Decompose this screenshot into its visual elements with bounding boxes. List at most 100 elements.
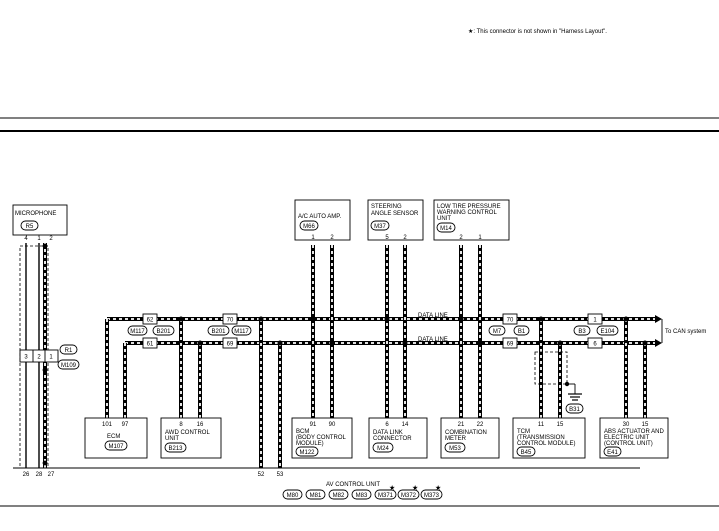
joint-connector-label: R1	[65, 348, 73, 354]
svg-text:70: 70	[507, 318, 514, 324]
microphone-pin: 1	[37, 236, 41, 242]
svg-text:B213: B213	[168, 446, 183, 452]
star-icon: ★	[389, 484, 395, 492]
svg-text:M372: M372	[401, 493, 417, 499]
svg-text:6: 6	[385, 422, 389, 428]
joint-connector-label: M109	[61, 363, 77, 369]
svg-text:14: 14	[402, 422, 409, 428]
svg-text:WARNING CONTROL: WARNING CONTROL	[437, 210, 497, 216]
splice-dot	[42, 367, 48, 373]
unit-tcm: 11 15 TCM (TRANSMISSION CONTROL MODULE) …	[512, 417, 586, 459]
svg-text:COMBINATION: COMBINATION	[445, 430, 487, 436]
svg-text:M37: M37	[374, 224, 386, 230]
svg-text:62: 62	[147, 318, 154, 324]
unit-awd-control: 8 16 AWD CONTROL UNIT B213	[160, 417, 222, 459]
svg-text:30: 30	[623, 422, 630, 428]
joint-pin: 3	[24, 355, 28, 361]
data-line-low	[125, 339, 662, 347]
svg-text:2: 2	[403, 235, 407, 241]
data-line-high	[107, 315, 662, 323]
svg-text:M14: M14	[440, 226, 452, 232]
inline-connector-m7-b1: 70 69 M7 B1	[488, 313, 530, 349]
av-unit-pin: 52	[258, 472, 265, 478]
harness-note: ★: This connector is not shown in "Harne…	[468, 28, 607, 35]
svg-text:M83: M83	[356, 493, 368, 499]
vertical-wires	[105, 245, 647, 468]
joint-connector-box	[19, 349, 59, 363]
unit-ac-auto-amp: A/C AUTO AMP. M66 1 2	[294, 199, 351, 241]
ground-connector-label: B31	[569, 407, 580, 413]
microphone-pin: 26	[23, 472, 30, 478]
svg-text:1: 1	[593, 318, 597, 324]
svg-text:(BODY CONTROL: (BODY CONTROL	[296, 435, 347, 441]
unit-ecm: 101 97 ECM M107	[84, 417, 148, 459]
svg-text:M66: M66	[303, 224, 315, 230]
svg-text:STEERING: STEERING	[371, 204, 402, 210]
can-system-label: To CAN system	[665, 329, 706, 335]
svg-text:61: 61	[147, 342, 154, 348]
svg-text:B3: B3	[578, 329, 586, 335]
svg-text:METER: METER	[445, 436, 467, 442]
svg-text:15: 15	[642, 422, 649, 428]
svg-text:22: 22	[477, 422, 484, 428]
svg-text:M117: M117	[130, 329, 145, 335]
splice-dots	[178, 316, 648, 346]
splice-dot	[42, 243, 48, 249]
svg-text:91: 91	[310, 422, 317, 428]
splice-dot	[564, 381, 570, 387]
microphone-pin: 4	[24, 236, 28, 242]
svg-text:ECM: ECM	[107, 434, 120, 440]
svg-text:B1: B1	[518, 329, 526, 335]
svg-text:11: 11	[538, 422, 545, 428]
svg-text:E104: E104	[600, 329, 615, 335]
ground-icon	[568, 393, 582, 401]
svg-text:LOW TIRE PRESSURE: LOW TIRE PRESSURE	[437, 204, 501, 210]
unit-bcm: 91 90 BCM (BODY CONTROL MODULE) M122	[291, 417, 353, 459]
svg-text:M82: M82	[333, 493, 345, 499]
microphone-pin: 2	[49, 236, 53, 242]
svg-text:70: 70	[227, 318, 234, 324]
svg-text:M371: M371	[378, 493, 394, 499]
svg-text:21: 21	[458, 422, 465, 428]
star-icon: ★	[435, 484, 441, 492]
splice-dot	[42, 460, 48, 466]
svg-text:M107: M107	[108, 444, 124, 450]
joint-connector-badge	[59, 344, 78, 355]
joint-pin: 2	[37, 355, 41, 361]
data-line-label: DATA LINE	[418, 313, 448, 319]
av-unit-connectors: M80 M81 M82 M83 M371 ★ M372 ★ M373 ★	[282, 484, 443, 500]
svg-text:CONNECTOR: CONNECTOR	[373, 436, 412, 442]
svg-text:DATA LINK: DATA LINK	[373, 430, 403, 436]
svg-text:1: 1	[478, 235, 482, 241]
av-unit-pin: 53	[277, 472, 284, 478]
microphone-box	[12, 204, 68, 236]
svg-text:ANGLE SENSOR: ANGLE SENSOR	[371, 211, 419, 217]
svg-text:E41: E41	[607, 450, 618, 456]
svg-text:M122: M122	[299, 450, 315, 456]
unit-combination-meter: 21 22 COMBINATION METER M53	[440, 417, 500, 459]
svg-text:ELECTRIC UNIT: ELECTRIC UNIT	[604, 435, 650, 441]
svg-text:97: 97	[122, 422, 129, 428]
svg-text:UNIT: UNIT	[165, 436, 179, 442]
svg-text:M7: M7	[493, 329, 502, 335]
svg-text:TCM: TCM	[517, 429, 530, 435]
unit-data-link-connector: 6 14 DATA LINK CONNECTOR M24	[368, 417, 428, 459]
inline-connector-b201-m117: 70 69 B201 M117	[207, 313, 252, 349]
microphone-connector-badge	[20, 220, 39, 231]
svg-text:6: 6	[593, 342, 597, 348]
svg-text:B45: B45	[521, 450, 532, 456]
svg-text:69: 69	[507, 342, 514, 348]
svg-text:2: 2	[330, 235, 334, 241]
svg-text:B201: B201	[211, 329, 226, 335]
svg-text:M81: M81	[310, 493, 322, 499]
inline-connector-m117-b201: 62 61 M117 B201	[127, 313, 175, 349]
svg-text:(CONTROL UNIT): (CONTROL UNIT)	[604, 441, 653, 447]
svg-text:A/C AUTO AMP.: A/C AUTO AMP.	[298, 214, 341, 220]
microphone-pin: 27	[48, 472, 55, 478]
svg-text:90: 90	[329, 422, 336, 428]
svg-text:M53: M53	[449, 446, 461, 452]
av-unit-label: AV CONTROL UNIT	[326, 482, 380, 488]
svg-text:(TRANSMISSION: (TRANSMISSION	[517, 435, 565, 441]
svg-text:8: 8	[179, 422, 183, 428]
microphone-pin: 28	[36, 472, 43, 478]
